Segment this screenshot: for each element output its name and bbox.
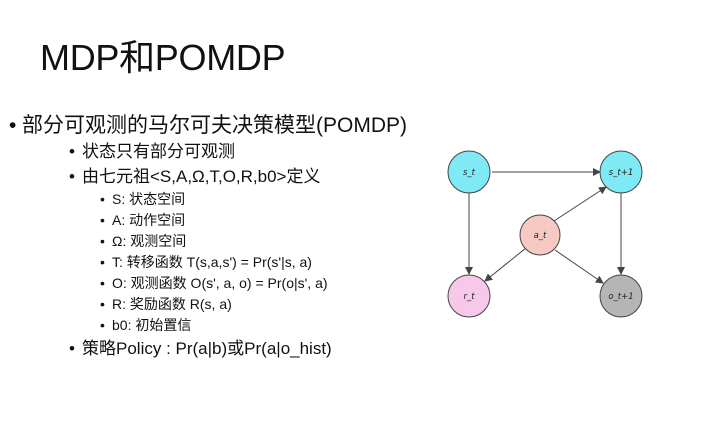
pomdp-graph-diagram: s_t s_t+1 a_t r_t o_t+1 (447, 150, 643, 318)
page-title: MDP和POMDP (40, 37, 286, 78)
bullet-policy: 策略Policy : Pr(a|b)或Pr(a|o_hist) (69, 337, 332, 361)
node-r-t-label: r_t (463, 292, 475, 302)
node-s-t (447, 150, 491, 194)
edge-at-to-st1 (553, 186, 607, 222)
node-r-t (447, 274, 491, 318)
node-o-t-plus-1 (599, 274, 643, 318)
bullet-observation-space: Ω: 观测空间 (100, 231, 186, 251)
bullet-partial-observability: 状态只有部分可观测 (69, 140, 235, 164)
node-a-t-label: a_t (534, 231, 547, 241)
edge-at-to-ot1 (554, 249, 604, 284)
node-o-t-plus-1-label: o_t+1 (608, 292, 633, 302)
bullet-initial-belief: b0: 初始置信 (100, 315, 191, 335)
node-s-t-plus-1 (599, 150, 643, 194)
node-s-t-plus-1-label: s_t+1 (609, 168, 634, 178)
edge-at-to-rt (484, 247, 527, 282)
bullet-transition-function: T: 转移函数 T(s,a,s') = Pr(s'|s, a) (100, 252, 312, 272)
node-a-t (519, 214, 561, 256)
bullet-observation-function: O: 观测函数 O(s', a, o) = Pr(o|s', a) (100, 273, 328, 293)
bullet-action-space: A: 动作空间 (100, 210, 185, 230)
bullet-seven-tuple: 由七元祖<S,A,Ω,T,O,R,b0>定义 (69, 165, 320, 189)
bullet-state-space: S: 状态空间 (100, 189, 185, 209)
bullet-reward-function: R: 奖励函数 R(s, a) (100, 294, 232, 314)
bullet-pomdp-definition: 部分可观测的马尔可夫决策模型(POMDP) (9, 112, 407, 140)
node-s-t-label: s_t (463, 168, 476, 178)
